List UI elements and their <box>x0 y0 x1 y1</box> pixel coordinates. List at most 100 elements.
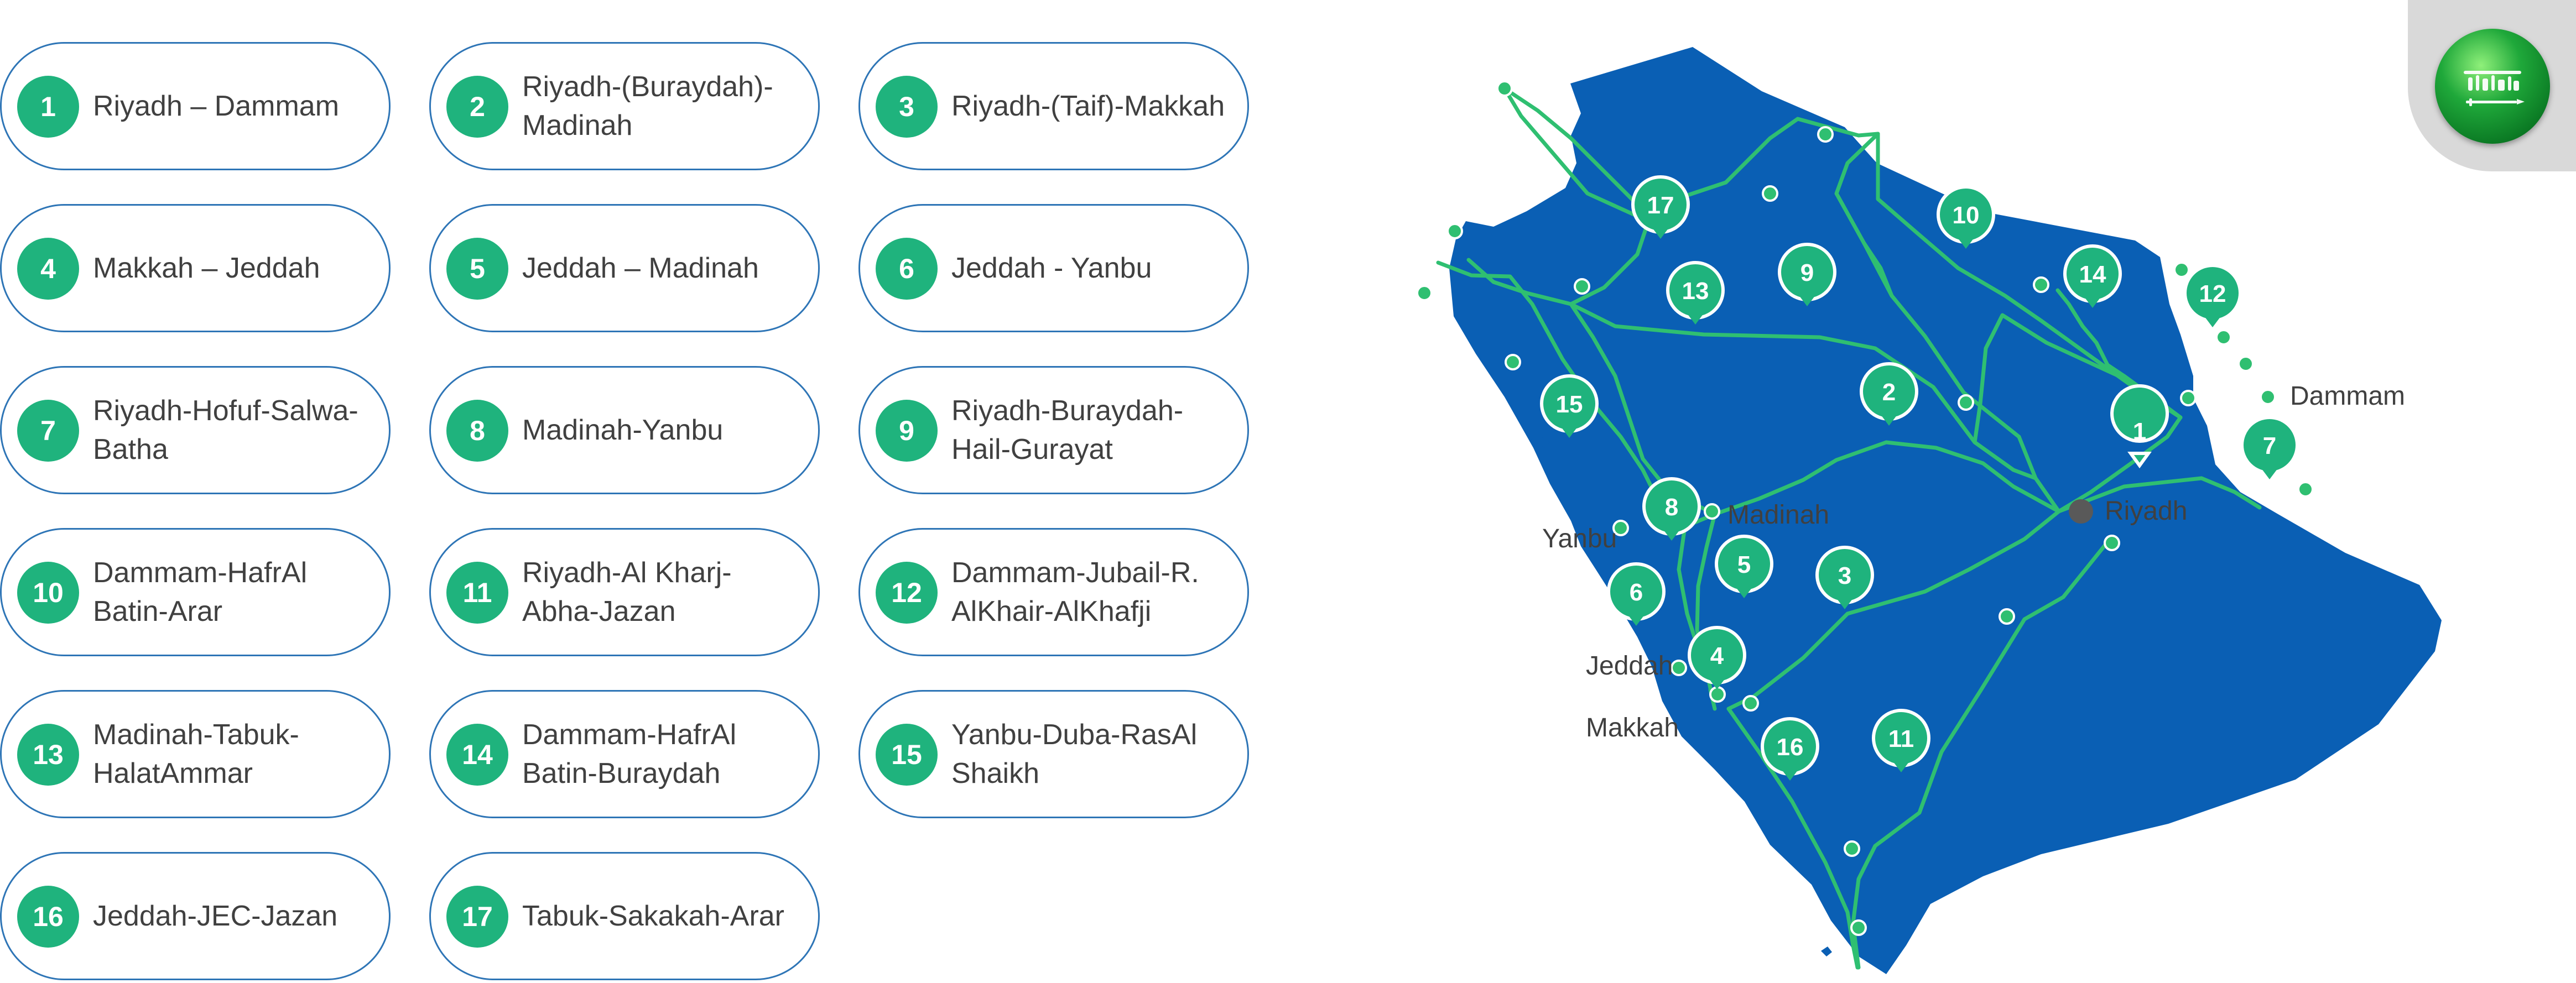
route-pill-15[interactable]: 15 Yanbu-Duba-RasAl Shaikh <box>858 690 1249 818</box>
svg-text:12: 12 <box>2199 280 2226 307</box>
route-marker-10[interactable]: 10 <box>1937 185 1995 249</box>
route-pill-10[interactable]: 10 Dammam-HafrAl Batin-Arar <box>0 528 391 656</box>
city-label-makkah: Makkah <box>1586 713 1679 743</box>
saudi-route-map: 1 2 3 4 5 6 7 <box>1416 47 2442 974</box>
route-label: Tabuk-Sakakah-Arar <box>522 900 784 932</box>
svg-text:11: 11 <box>1888 725 1914 752</box>
saudi-arabia-silhouette <box>1449 47 2442 974</box>
route-marker-7[interactable]: 7 <box>2240 416 2299 479</box>
junction-node <box>1762 185 1778 202</box>
route-label: Madinah-Tabuk-HalatAmmar <box>93 719 299 789</box>
junction-node <box>2173 262 2190 278</box>
route-marker-1[interactable]: 1 <box>2110 384 2169 469</box>
flag-emblem-glyph <box>2464 71 2525 106</box>
junction-node <box>2237 355 2254 372</box>
route-number-badge: 5 <box>446 238 508 300</box>
route-markers: 1 2 3 4 5 6 7 <box>1540 175 2299 781</box>
route-label: Riyadh-(Buraydah)-Madinah <box>522 71 773 142</box>
svg-text:1: 1 <box>2133 418 2146 445</box>
junction-node <box>1671 660 1687 676</box>
route-label: Madinah-Yanbu <box>522 414 724 446</box>
route-number-badge: 15 <box>876 724 938 786</box>
city-label-dammam: Dammam <box>2290 381 2405 411</box>
svg-text:6: 6 <box>1630 579 1643 606</box>
route-pill-4[interactable]: 4 Makkah – Jeddah <box>0 204 391 332</box>
route-pill-16[interactable]: 16 Jeddah-JEC-Jazan <box>0 852 391 980</box>
route-marker-11[interactable]: 11 <box>1872 709 1930 772</box>
route-line-7 <box>2057 476 2262 514</box>
junction-node <box>1958 394 1974 411</box>
route-label: Riyadh-Al Kharj-Abha-Jazan <box>522 557 732 628</box>
route-number-badge: 13 <box>17 724 79 786</box>
city-label-riyadh: Riyadh <box>2105 496 2187 526</box>
junction-node <box>2180 390 2197 406</box>
route-marker-4[interactable]: 4 <box>1688 626 1746 689</box>
route-number-badge: 1 <box>17 76 79 138</box>
junction-node <box>1709 686 1726 703</box>
route-line-road-a <box>1569 302 1977 445</box>
route-label: Jeddah-JEC-Jazan <box>93 900 338 932</box>
route-number-badge: 10 <box>17 562 79 624</box>
route-marker-3[interactable]: 3 <box>1815 546 1874 609</box>
route-pill-1[interactable]: 1 Riyadh – Dammam <box>0 42 391 170</box>
route-pill-6[interactable]: 6 Jeddah - Yanbu <box>858 204 1249 332</box>
junction-node <box>2297 481 2314 498</box>
route-label: Makkah – Jeddah <box>93 252 320 284</box>
junction-node <box>1574 278 1590 295</box>
farasan-island <box>1821 947 1832 956</box>
route-pill-5[interactable]: 5 Jeddah – Madinah <box>429 204 820 332</box>
route-marker-15[interactable]: 15 <box>1540 374 1599 438</box>
route-label: Riyadh-Hofuf-Salwa-Batha <box>93 395 358 466</box>
route-number-badge: 12 <box>876 562 938 624</box>
route-pill-8[interactable]: 8 Madinah-Yanbu <box>429 366 820 494</box>
route-marker-12[interactable]: 12 <box>2183 264 2242 327</box>
route-pill-3[interactable]: 3 Riyadh-(Taif)-Makkah <box>858 42 1249 170</box>
route-marker-8[interactable]: 8 <box>1642 477 1701 541</box>
route-line-14 <box>1973 313 2183 480</box>
route-marker-13[interactable]: 13 <box>1666 261 1725 325</box>
route-pill-9[interactable]: 9 Riyadh-Buraydah-Hail-Gurayat <box>858 366 1249 494</box>
route-pill-7[interactable]: 7 Riyadh-Hofuf-Salwa-Batha <box>0 366 391 494</box>
route-marker-2[interactable]: 2 <box>1860 362 1918 426</box>
route-marker-17[interactable]: 17 <box>1631 175 1690 239</box>
route-pill-13[interactable]: 13 Madinah-Tabuk-HalatAmmar <box>0 690 391 818</box>
route-pill-14[interactable]: 14 Dammam-HafrAl Batin-Buraydah <box>429 690 820 818</box>
route-marker-5[interactable]: 5 <box>1715 535 1773 598</box>
route-pill-17[interactable]: 17 Tabuk-Sakakah-Arar <box>429 852 820 980</box>
svg-text:8: 8 <box>1665 494 1678 521</box>
route-pill-12[interactable]: 12 Dammam-Jubail-R. AlKhair-AlKhafji <box>858 528 1249 656</box>
route-line-16 <box>1726 707 1860 970</box>
route-pill-11[interactable]: 11 Riyadh-Al Kharj-Abha-Jazan <box>429 528 820 656</box>
route-label: Dammam-HafrAl Batin-Arar <box>93 557 308 628</box>
svg-text:7: 7 <box>2263 432 2276 459</box>
junction-node <box>1742 695 1759 712</box>
svg-text:13: 13 <box>1682 278 1709 305</box>
route-marker-9[interactable]: 9 <box>1778 243 1836 306</box>
route-number-badge: 7 <box>17 400 79 462</box>
junction-node <box>1612 520 1629 536</box>
route-lines <box>1436 86 2262 970</box>
city-label-madinah: Madinah <box>1727 500 1829 530</box>
route-marker-6[interactable]: 6 <box>1607 562 1666 626</box>
route-line-1 <box>2057 415 2183 514</box>
junction-node <box>2104 535 2120 551</box>
junction-node <box>2033 276 2049 293</box>
route-label: Riyadh-Buraydah-Hail-Gurayat <box>951 395 1184 466</box>
route-label: Jeddah - Yanbu <box>951 252 1152 284</box>
route-number-badge: 3 <box>876 76 938 138</box>
route-junctions <box>1416 80 2314 936</box>
svg-text:10: 10 <box>1953 202 1980 229</box>
junction-node <box>1446 223 1463 239</box>
svg-text:2: 2 <box>1882 379 1896 406</box>
junction-node <box>1496 80 1513 97</box>
route-marker-16[interactable]: 16 <box>1761 717 1819 781</box>
junction-node <box>2215 329 2232 346</box>
svg-text:4: 4 <box>1710 642 1724 670</box>
route-line-3 <box>1726 509 2061 711</box>
route-marker-14[interactable]: 14 <box>2063 244 2122 308</box>
svg-text:15: 15 <box>1556 391 1583 418</box>
route-pill-2[interactable]: 2 Riyadh-(Buraydah)-Madinah <box>429 42 820 170</box>
riyadh-hub-marker <box>2069 499 2093 524</box>
route-label: Dammam-Jubail-R. AlKhair-AlKhafji <box>951 557 1199 628</box>
route-label: Riyadh – Dammam <box>93 90 340 122</box>
